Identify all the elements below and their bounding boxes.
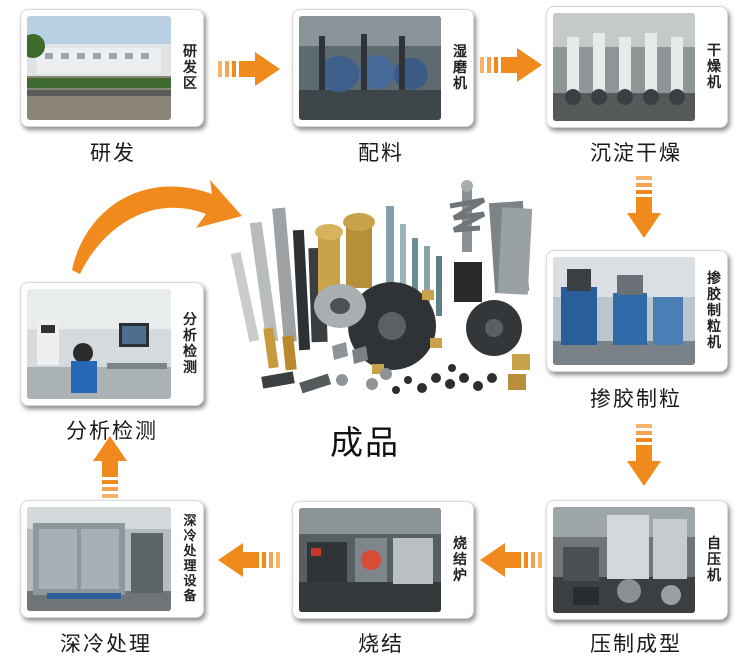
sinter-furnace-photo [299,508,441,612]
photo-label-char: 机 [707,75,721,91]
auger-bit [449,180,486,252]
photo-label-char: 结 [453,552,467,568]
inserts [261,342,530,394]
carbide-ring [314,284,366,328]
photo-label-char: 胶 [707,287,721,303]
step-caption-gran: 掺胶制粒 [590,387,682,411]
step-card-dry: 干燥机 [546,6,728,128]
cryo-equipment-photo [27,507,171,611]
drill-bits [230,207,328,371]
granulator-label: 掺胶制粒机 [703,255,725,367]
photo-label-char: 区 [183,76,197,92]
photo-label-char: 干 [707,43,721,59]
photo-label-char: 机 [707,335,721,351]
wear-strips [488,200,533,295]
step-caption-sinter: 烧结 [358,632,404,656]
photo-label-char: 冷 [183,529,197,544]
inspection-label: 分析检测 [179,287,201,401]
arrow-left-1 [480,543,542,577]
inspection-photo [27,289,171,399]
photo-label-char: 粒 [707,319,721,335]
cryo-equipment-label: 深冷处理设备 [179,505,201,613]
granulator-photo [553,257,695,365]
finished-product-label: 成品 [330,423,400,462]
button-bits [315,213,375,296]
sinter-furnace-label: 烧结炉 [449,506,471,614]
step-card-inspect: 分析检测 [20,282,204,406]
photo-label-char: 检 [183,344,197,360]
photo-label-char: 深 [183,514,197,529]
step-caption-inspect: 分析检测 [66,419,158,443]
photo-label-char: 炉 [453,568,467,584]
wet-mill-label: 湿磨机 [449,14,471,122]
step-card-sinter: 烧结炉 [292,501,474,619]
rd-area-photo [27,16,171,120]
photo-label-char: 机 [707,568,721,584]
arrow-right-2 [480,48,542,82]
photo-label-char: 燥 [707,59,721,75]
photo-label-char: 自 [707,536,721,552]
step-card-rd: 研发区 [20,9,204,127]
arrow-down-1 [627,176,661,238]
step-card-cryo: 深冷处理设备 [20,500,204,618]
photo-label-char: 掺 [707,271,721,287]
photo-label-char: 磨 [453,60,467,76]
photo-label-char: 分 [183,312,197,328]
press-label: 自压机 [703,505,725,615]
finished-products-image [230,180,533,394]
step-caption-rd: 研发 [90,141,136,165]
step-caption-batching: 配料 [358,141,404,165]
arrow-right-1 [218,52,280,86]
photo-label-char: 湿 [453,44,467,60]
dryer-photo [553,13,695,121]
milling-cutter [346,262,522,374]
photo-label-char: 设 [183,574,197,589]
step-card-press: 自压机 [546,500,728,620]
rd-photo-label: 研发区 [179,14,201,122]
photo-label-char: 理 [183,559,197,574]
step-card-gran: 掺胶制粒机 [546,250,728,372]
photo-label-char: 析 [183,328,197,344]
carbide-rods [386,206,442,316]
press-photo [553,507,695,613]
arrow-up-1 [93,436,127,498]
photo-label-char: 研 [183,44,197,60]
step-caption-cryo: 深冷处理 [60,632,152,656]
arrow-curved-to-product [72,180,242,274]
arrow-left-2 [218,543,280,577]
step-caption-dry: 沉淀干燥 [590,141,682,165]
photo-label-char: 发 [183,60,197,76]
arrow-down-2 [627,424,661,486]
photo-label-char: 备 [183,589,197,604]
photo-label-char: 处 [183,544,197,559]
step-caption-press: 压制成型 [590,632,682,656]
step-card-batching: 湿磨机 [292,9,474,127]
photo-label-char: 制 [707,303,721,319]
dryer-label: 干燥机 [703,11,725,123]
photo-label-char: 机 [453,76,467,92]
photo-label-char: 压 [707,552,721,568]
photo-label-char: 烧 [453,536,467,552]
wet-mill-photo [299,16,441,120]
photo-label-char: 测 [183,360,197,376]
